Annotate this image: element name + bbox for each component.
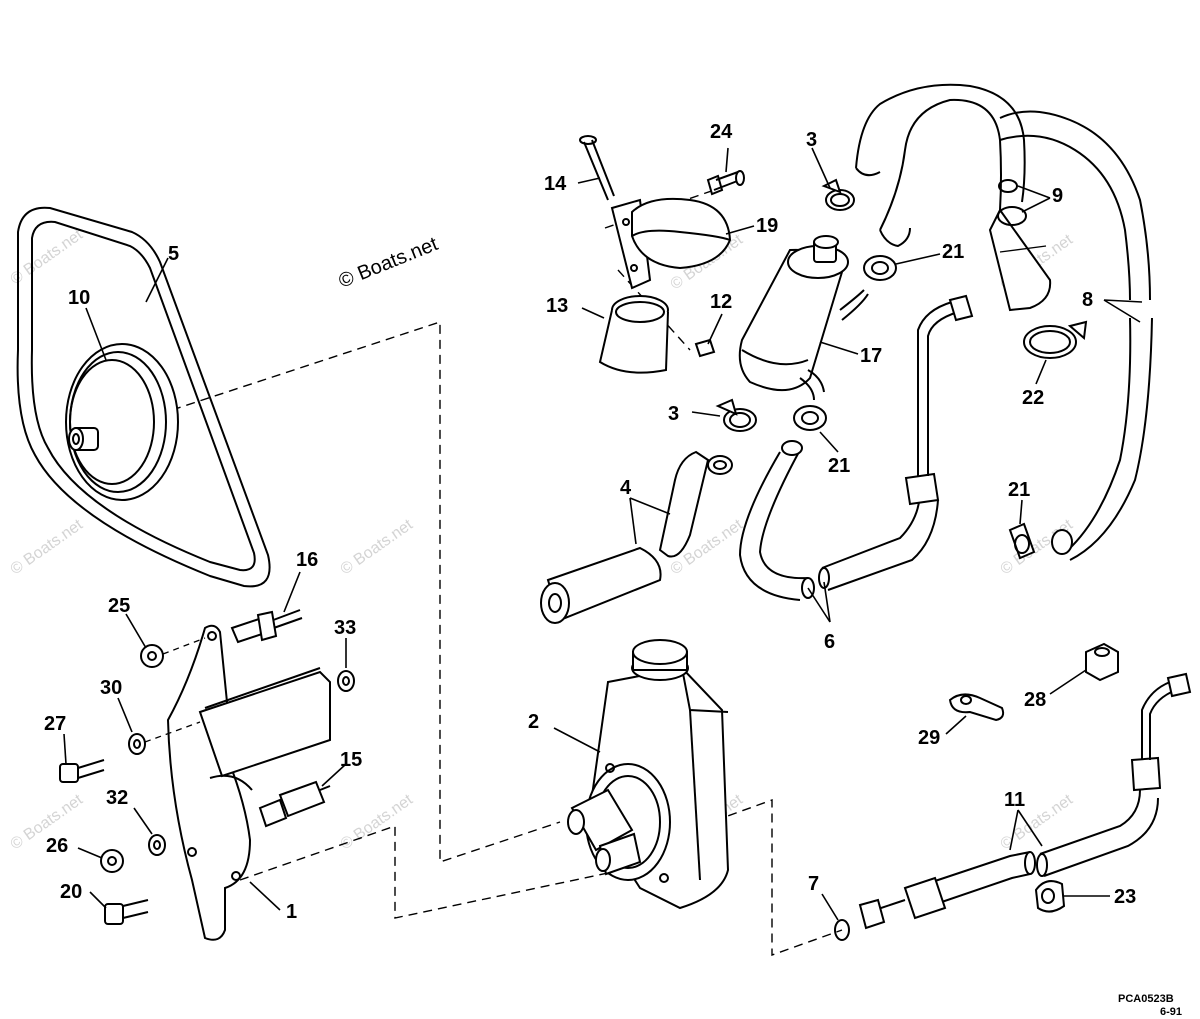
screw	[706, 170, 745, 196]
part-label-12: 12	[710, 291, 732, 313]
bracket-hardware	[59, 609, 355, 925]
part-label-13: 13	[546, 295, 568, 317]
part-label-33: 33	[334, 617, 356, 639]
fitting-nut	[1085, 642, 1119, 682]
part-label-17: 17	[860, 345, 882, 367]
brand-label: © Boats.net	[336, 233, 442, 293]
part-label-25: 25	[108, 595, 130, 617]
part-label-7: 7	[808, 873, 819, 895]
part-label-5: 5	[168, 243, 179, 265]
part-label-1: 1	[286, 901, 297, 923]
nut	[694, 338, 716, 358]
hose-section-4	[540, 450, 733, 624]
pressure-hose	[858, 672, 1192, 930]
rubber-sleeve	[598, 295, 669, 374]
part-label-3b: 3	[668, 403, 679, 425]
part-label-8: 8	[1082, 289, 1093, 311]
watermark: © Boats.net	[338, 516, 417, 578]
hose-section-6	[738, 294, 974, 601]
watermark: © Boats.net	[338, 791, 417, 853]
hose-clamp	[715, 398, 757, 432]
part-labels: 5 10 16 25 33 30 27 15 32 26 20 1 2 24 1…	[44, 121, 1136, 923]
mounting-bracket	[166, 624, 331, 941]
part-label-11: 11	[1004, 789, 1025, 811]
part-label-16: 16	[296, 549, 318, 571]
drawing-date: 6-91	[1160, 1006, 1182, 1018]
part-label-15: 15	[340, 749, 362, 771]
part-label-6: 6	[824, 631, 835, 653]
part-label-24: 24	[710, 121, 733, 143]
hose-clamp	[1023, 320, 1088, 359]
leader-lines	[63, 147, 1143, 921]
part-label-10: 10	[68, 287, 90, 309]
filter	[738, 235, 869, 401]
part-label-9: 9	[1052, 185, 1063, 207]
hose-clamp	[1034, 880, 1066, 913]
o-ring	[834, 919, 850, 941]
part-label-21c: 21	[1008, 479, 1030, 501]
part-label-27: 27	[44, 713, 66, 735]
watermark-group: © Boats.net © Boats.net © Boats.net © Bo…	[8, 226, 1077, 853]
power-steering-pump	[567, 639, 730, 910]
part-label-19: 19	[756, 215, 778, 237]
cushion-clip	[948, 693, 1005, 722]
hose-clip	[1008, 522, 1036, 560]
part-label-21: 21	[942, 241, 964, 263]
assembly-dash-lines	[171, 187, 843, 956]
part-label-20: 20	[60, 881, 82, 903]
bolt	[579, 135, 615, 201]
part-label-28: 28	[1024, 689, 1046, 711]
pulley	[65, 343, 179, 501]
hose-clamp	[821, 178, 855, 211]
drawing-code: PCA0523B	[1118, 993, 1174, 1005]
part-label-30: 30	[100, 677, 122, 699]
watermark: © Boats.net	[8, 226, 87, 288]
part-label-32: 32	[106, 787, 128, 809]
part-label-14: 14	[544, 173, 567, 195]
watermark: © Boats.net	[8, 516, 87, 578]
hose-clip	[793, 405, 827, 431]
part-label-26: 26	[46, 835, 68, 857]
part-label-23: 23	[1114, 886, 1136, 908]
drive-belt	[16, 206, 271, 588]
part-label-4: 4	[620, 477, 632, 499]
return-hose	[855, 83, 1052, 312]
reservoir-clamp	[610, 197, 732, 290]
hose-clip	[863, 255, 897, 281]
supply-hose	[999, 110, 1153, 561]
part-label-22: 22	[1022, 387, 1044, 409]
part-label-2: 2	[528, 711, 539, 733]
part-label-3: 3	[806, 129, 817, 151]
part-label-29: 29	[918, 727, 940, 749]
part-label-21b: 21	[828, 455, 850, 477]
